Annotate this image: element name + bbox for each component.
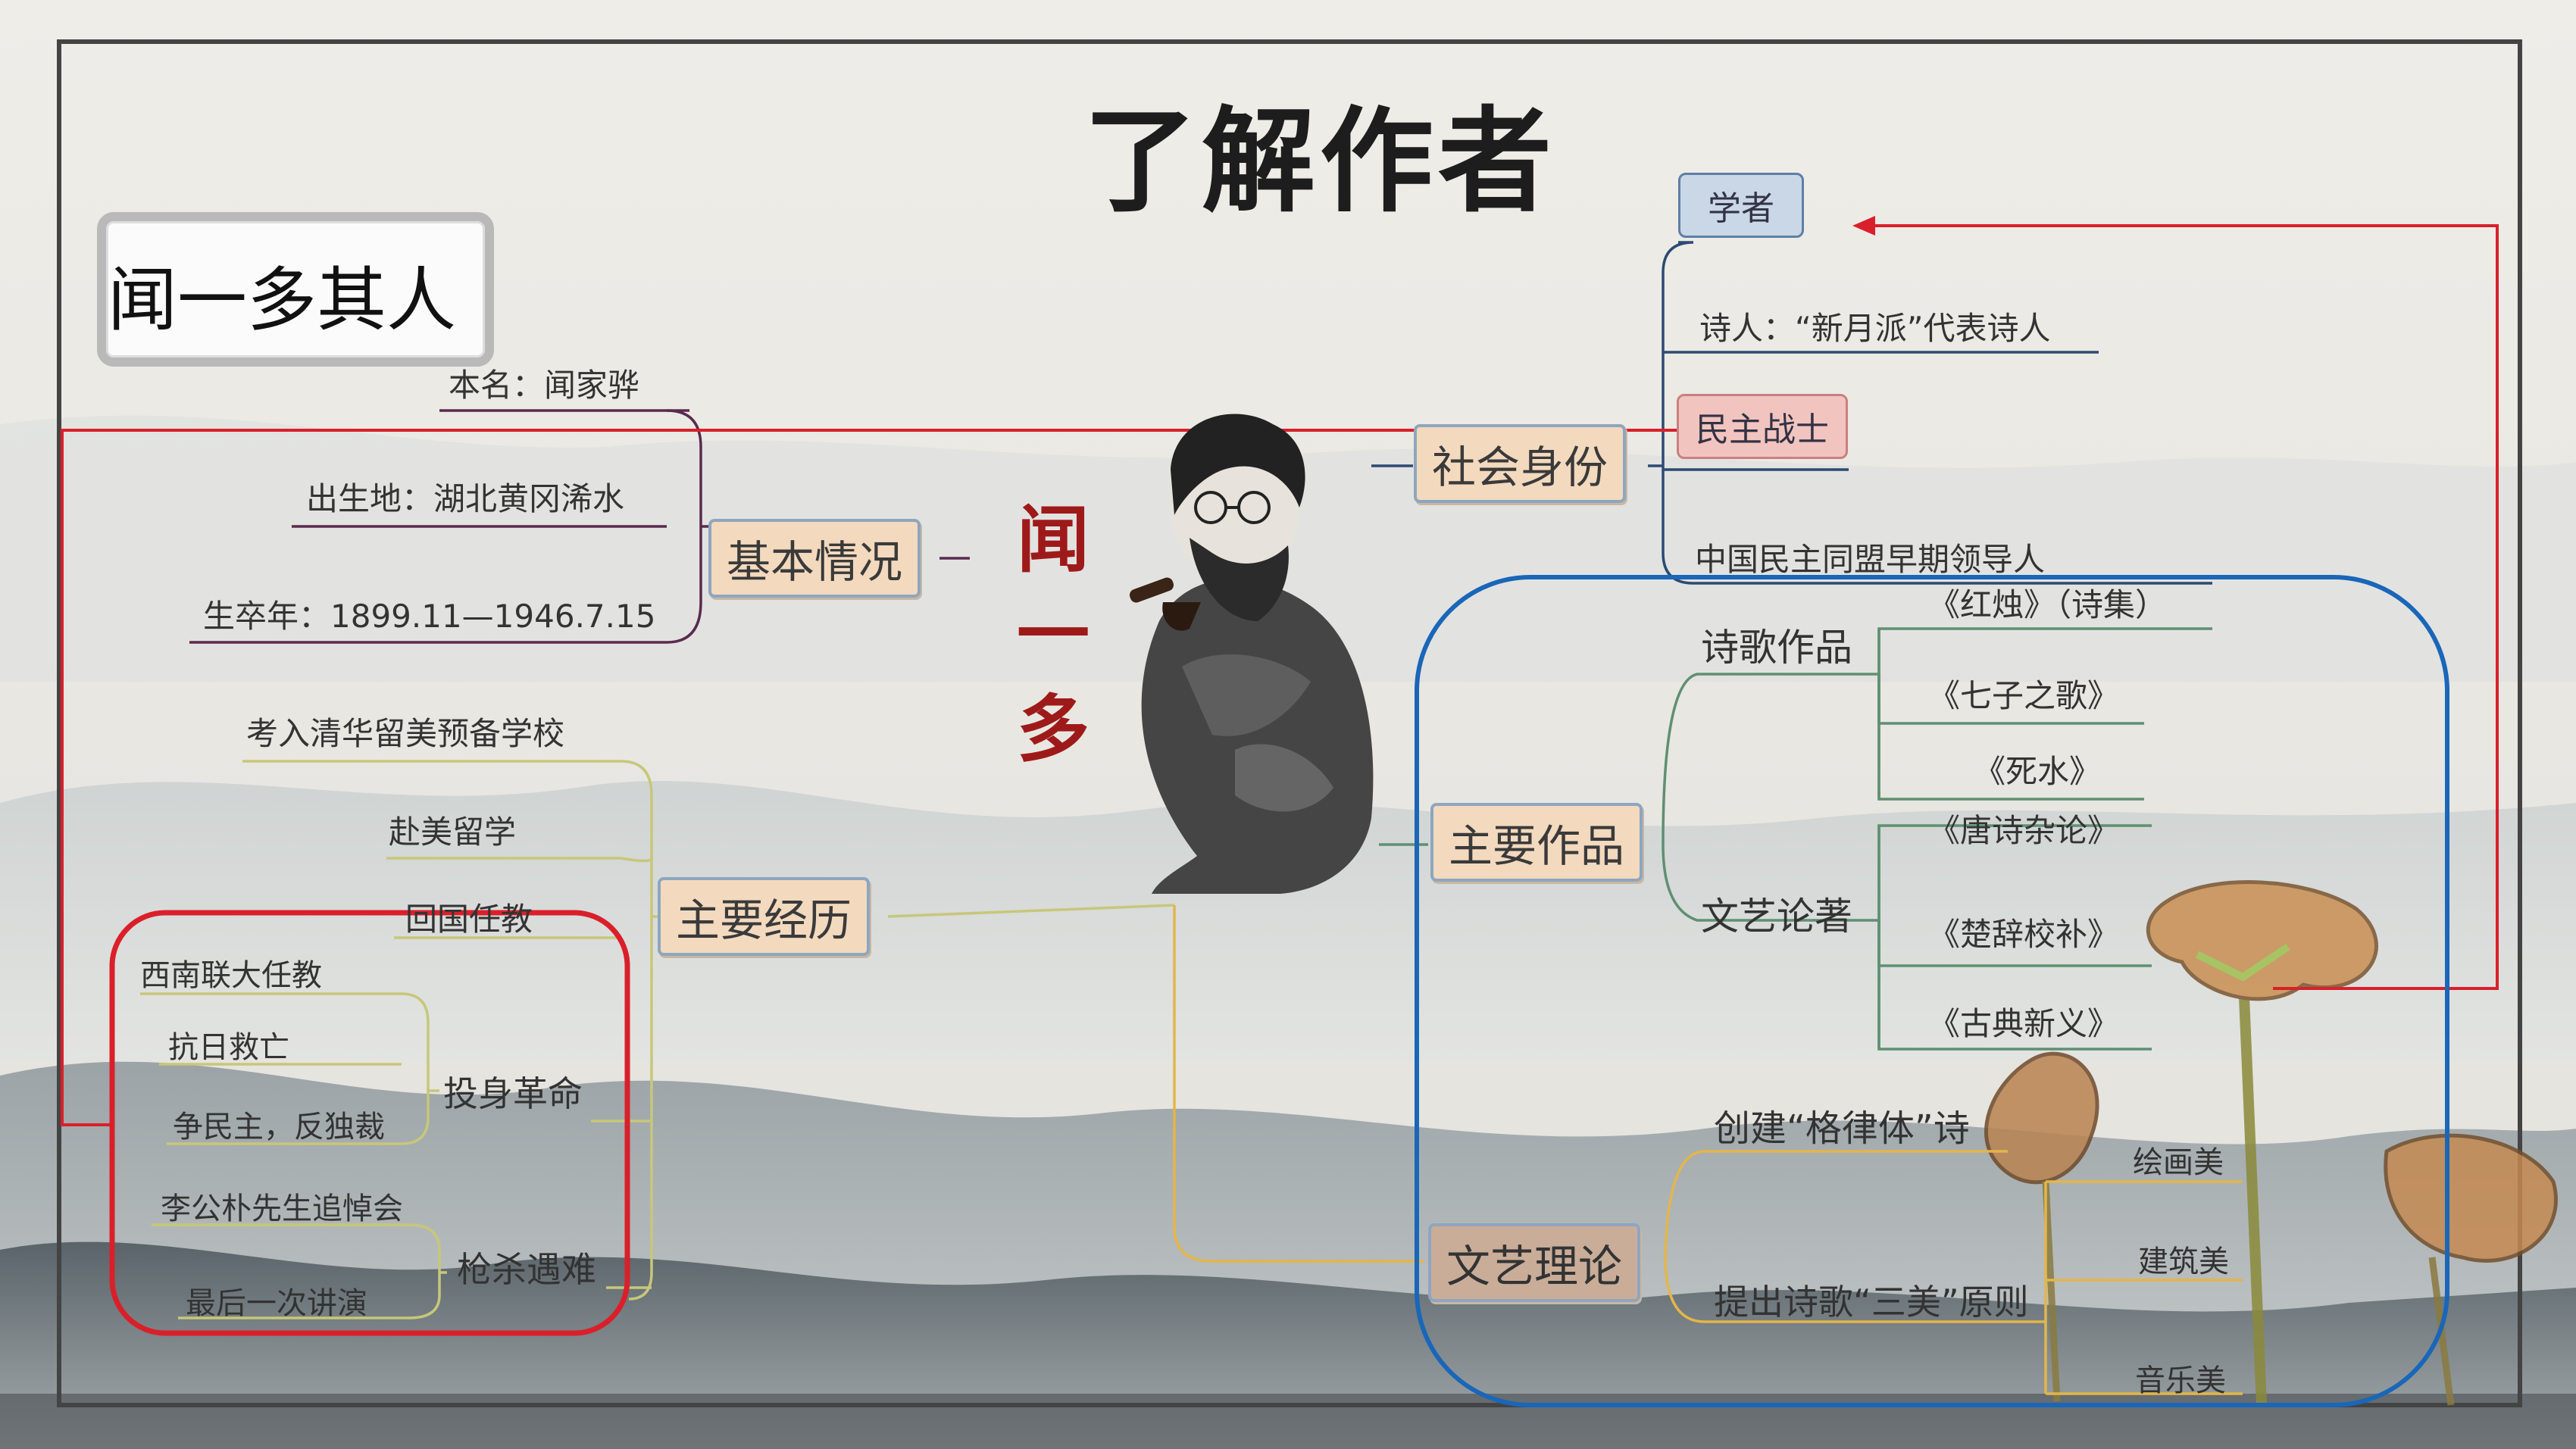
experience-tsinghua: 考入清华留美预备学校	[246, 715, 565, 752]
revolution-item-democracy: 争民主，反独裁	[173, 1110, 385, 1145]
theory-branch-lines	[1173, 905, 2243, 1395]
assassination-item-memorial: 李公朴先生追悼会	[161, 1191, 403, 1226]
experience-branch-lines	[140, 760, 1175, 1319]
portrait-name-vertical: 闻一多	[1008, 492, 1099, 776]
basic-info-birthplace: 出生地：湖北黄冈浠水	[306, 480, 625, 517]
identity-scholar: 学者	[1678, 173, 1804, 238]
branch-theory[interactable]: 文艺理论	[1428, 1223, 1641, 1302]
branch-experience[interactable]: 主要经历	[658, 877, 871, 956]
basic-info-name: 本名：闻家骅	[449, 367, 640, 404]
branch-works[interactable]: 主要作品	[1430, 803, 1643, 882]
lotus-decoration	[1984, 880, 2558, 1406]
red-link-lines	[61, 224, 2499, 1126]
subject-title-box	[97, 212, 494, 367]
experience-assassination: 枪杀遇难	[457, 1249, 596, 1290]
identity-league-leader: 中国民主同盟早期领导人	[1695, 541, 2046, 578]
portrait-name-text: 闻一多	[1017, 497, 1089, 772]
essay-classics: 《古典新义》	[1928, 1005, 2120, 1042]
identity-poet: 诗人：“新月派”代表诗人	[1699, 310, 2051, 347]
essay-chuci: 《楚辞校补》	[1928, 916, 2120, 953]
works-poetry: 诗歌作品	[1701, 626, 1852, 670]
blue-highlight-frame	[1415, 575, 2449, 1407]
revolution-item-anti-japan: 抗日救亡	[168, 1030, 289, 1065]
poetry-dead-water: 《死水》	[1974, 753, 2102, 790]
branch-identity[interactable]: 社会身份	[1414, 424, 1627, 503]
branch-basic-info[interactable]: 基本情况	[708, 519, 921, 598]
experience-return-teach: 回国任教	[405, 901, 533, 938]
beauty-music: 音乐美	[2135, 1363, 2226, 1398]
beauty-architecture: 建筑美	[2138, 1244, 2229, 1279]
red-highlight-frame	[109, 910, 630, 1336]
subject-title: 闻一多其人	[108, 260, 457, 341]
experience-study-abroad: 赴美留学	[389, 814, 517, 851]
basic-branch-lines	[189, 409, 970, 644]
identity-democracy-fighter: 民主战士	[1677, 394, 1848, 459]
page-title: 了解作者	[1083, 96, 1557, 228]
basic-info-lifespan: 生卒年：1899.11—1946.7.15	[203, 598, 656, 635]
theory-metrical-poetry: 创建“格律体”诗	[1714, 1107, 1970, 1150]
red-arrowhead-left	[1852, 216, 1875, 236]
revolution-item-lianda: 西南联大任教	[140, 958, 322, 993]
poetry-red-candle: 《红烛》（诗集）	[1928, 586, 2168, 623]
poetry-seven-sons: 《七子之歌》	[1928, 677, 2120, 714]
theory-three-beauties: 提出诗歌“三美”原则	[1714, 1282, 2029, 1323]
works-essays: 文艺论著	[1701, 895, 1852, 938]
essay-tang-poetry: 《唐诗杂论》	[1928, 812, 2120, 849]
assassination-item-last-speech: 最后一次讲演	[186, 1286, 367, 1321]
portrait-illustration	[1129, 414, 1374, 894]
works-branch-lines	[1379, 627, 2212, 1051]
beauty-painting: 绘画美	[2133, 1145, 2224, 1180]
experience-revolution: 投身革命	[443, 1073, 583, 1114]
